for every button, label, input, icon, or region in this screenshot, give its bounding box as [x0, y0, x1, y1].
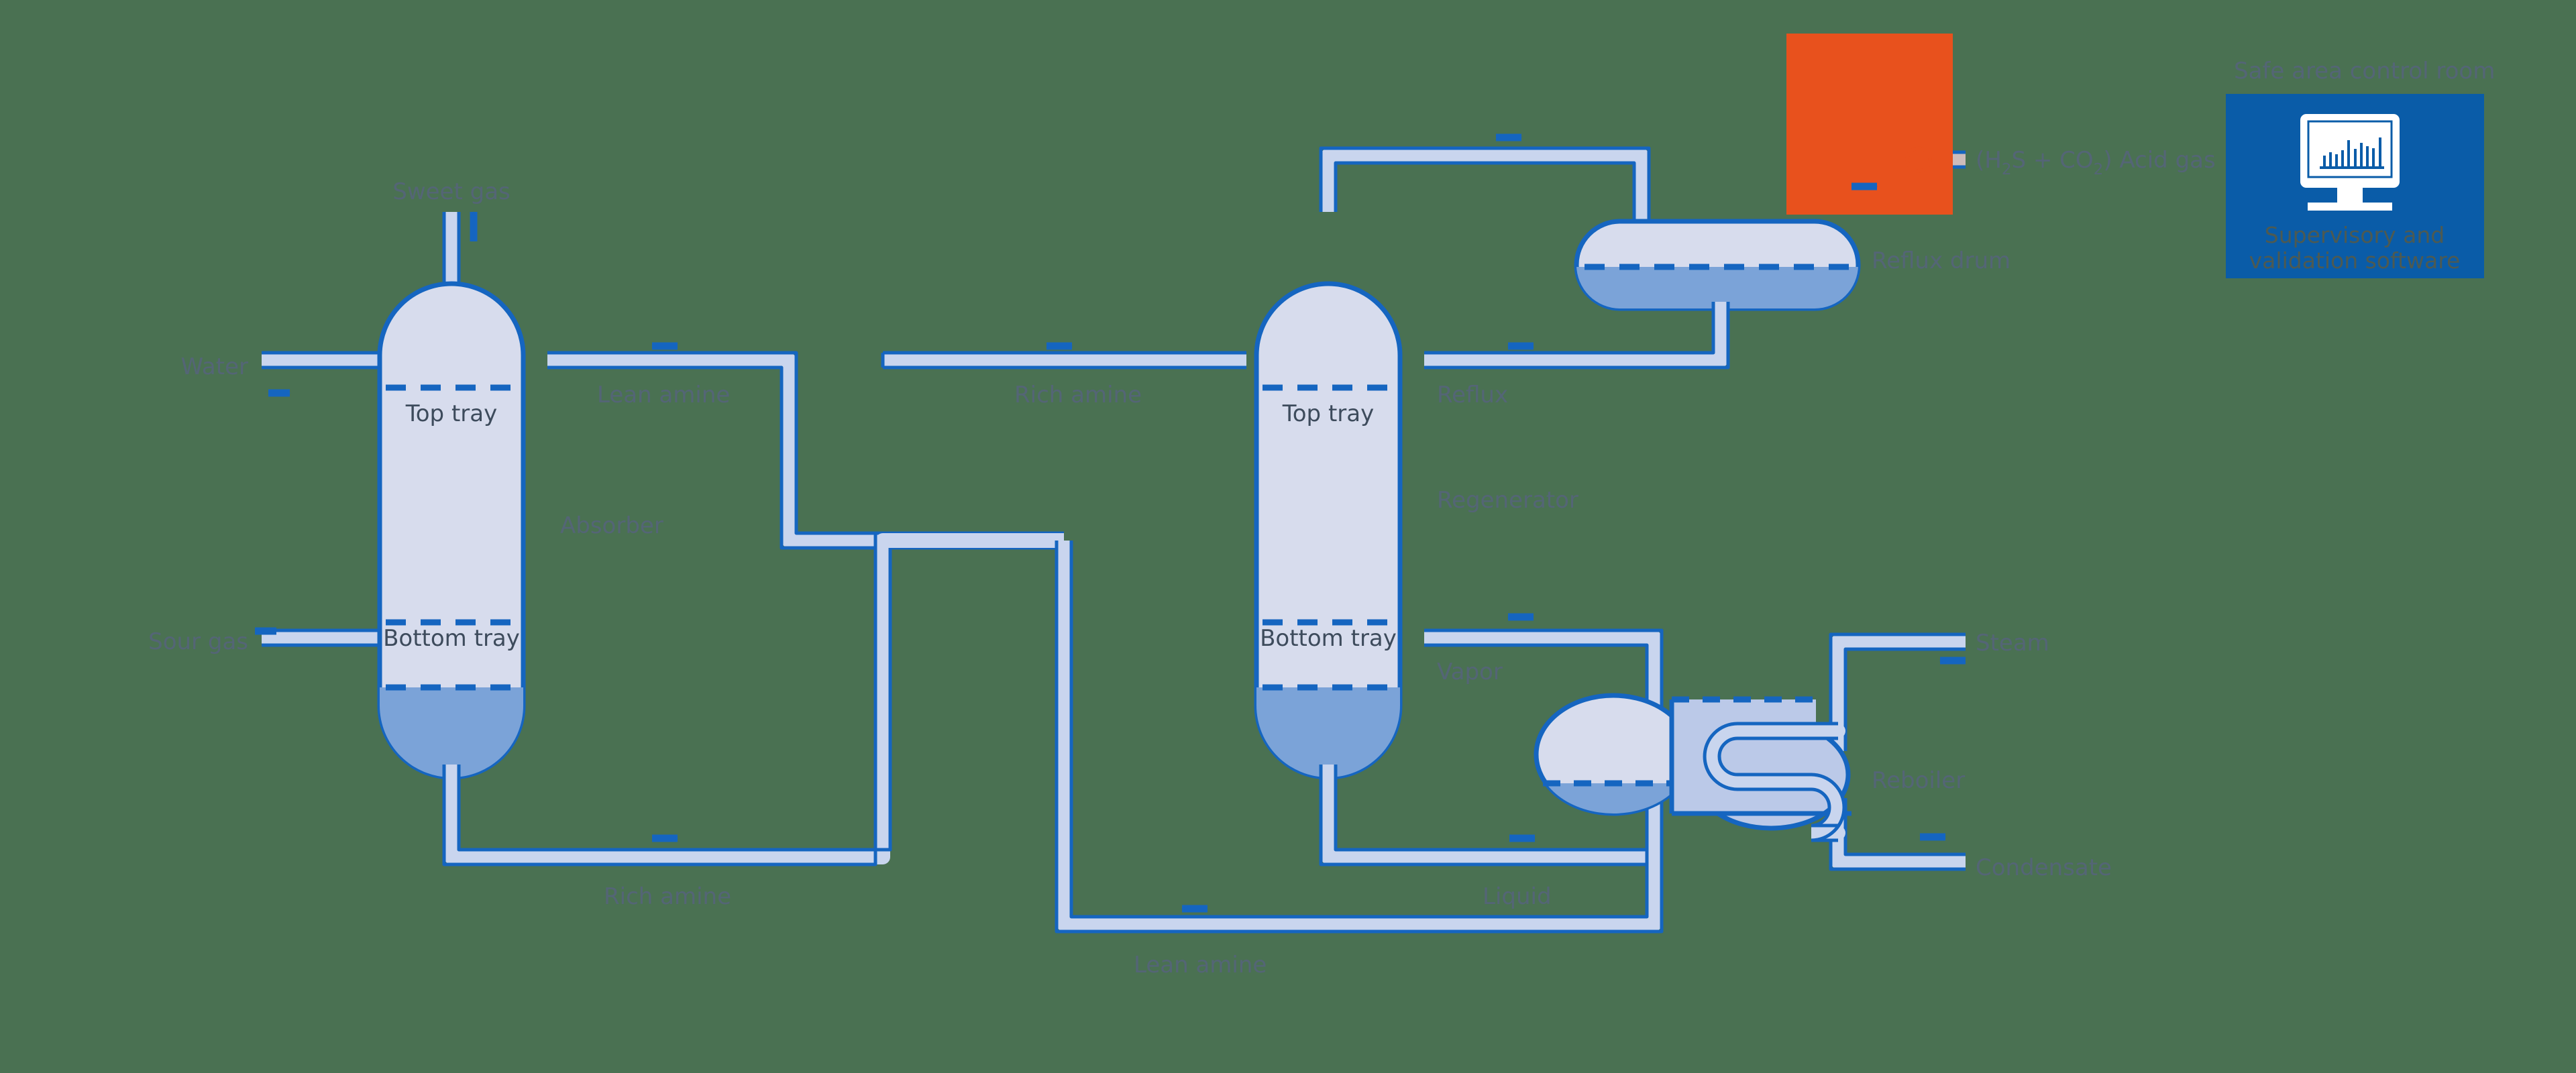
- pipe-reflux-drum-bottom-stub: [1711, 302, 1730, 319]
- reflux-drum-vessel[interactable]: [1573, 219, 1862, 314]
- acid-gas-mid: S + CO: [2011, 147, 2093, 174]
- absorber-bottom-tray-label: Bottom tray: [383, 625, 520, 652]
- monitor-base: [2308, 203, 2392, 211]
- pipe-vapor-return: [1424, 628, 1664, 711]
- reboiler-steam-coil: [1703, 722, 1846, 842]
- monitor-neck: [2337, 188, 2363, 203]
- control-room-caption: Safe area control room: [2234, 58, 2495, 84]
- label-condensate: Condensate: [1976, 854, 2112, 881]
- acid-gas-sub2: 2: [2094, 161, 2104, 178]
- regenerator-vessel[interactable]: Top tray Bottom tray: [1252, 281, 1407, 808]
- label-acid-gas: (H2S + CO2) Acid gas: [1976, 147, 2216, 178]
- reboiler-weir-box: [1672, 699, 1816, 813]
- pipe-regenerator-bottom-outlet: [1319, 765, 1338, 805]
- pipe-water-inlet: [262, 351, 380, 370]
- absorber-top-tray-label: Top tray: [405, 400, 497, 427]
- monitor-bar-chart-icon: [2300, 114, 2400, 211]
- pipe-rich-amine-to-regenerator: [442, 533, 1064, 866]
- label-water: Water: [180, 353, 248, 380]
- acid-gas-suffix: ) Acid gas: [2103, 147, 2215, 174]
- label-sweet-gas: Sweet gas: [392, 178, 511, 205]
- pipe-sour-gas-inlet: [262, 628, 380, 647]
- analyzer-circle-icon: [1905, 146, 1932, 173]
- label-liquid: Liquid: [1483, 883, 1552, 910]
- regenerator-top-tray-label: Top tray: [1282, 400, 1374, 427]
- pipe-rich-amine-feed: [881, 351, 1246, 370]
- acid-gas-prefix: (H: [1976, 147, 2002, 174]
- absorber-trays: [386, 384, 520, 691]
- label-rich-amine-bottom: Rich amine: [604, 883, 731, 910]
- regenerator-trays: [1263, 384, 1397, 691]
- label-lean-amine-bottom: Lean amine: [1134, 952, 1267, 978]
- label-rich-amine-mid: Rich amine: [1014, 382, 1142, 408]
- control-room-body-line-1: Supervisory and: [2265, 222, 2445, 248]
- pipe-network: [262, 146, 1966, 934]
- safe-area-control-room-panel[interactable]: Safe area control room: [2226, 58, 2495, 278]
- label-reboiler: Reboiler: [1872, 767, 1965, 794]
- label-absorber: Absorber: [560, 512, 663, 539]
- label-reflux-drum: Reflux drum: [1872, 247, 2010, 274]
- absorber-vessel[interactable]: Top tray Bottom tray: [376, 281, 530, 808]
- label-lean-amine-top: Lean amine: [597, 382, 730, 408]
- pipe-overhead-to-reflux-drum: [1319, 146, 1651, 228]
- label-reflux: Reflux: [1437, 382, 1508, 408]
- control-room-body-line-2: validation software: [2249, 247, 2461, 274]
- reboiler-vessel[interactable]: [1534, 693, 1851, 842]
- pipe-sweet-gas-outlet: [442, 212, 461, 282]
- acid-gas-sub1: 2: [2002, 161, 2012, 178]
- label-vapor: Vapor: [1437, 659, 1503, 685]
- pipe-absorber-bottom-outlet: [442, 765, 461, 805]
- monitor-chart-bars: [2323, 137, 2381, 166]
- flow-arrows: [255, 133, 1966, 913]
- label-sour-gas: Sour gas: [148, 628, 248, 655]
- pipe-steam-inlet: [1829, 632, 1966, 751]
- label-steam: Steam: [1976, 630, 2049, 657]
- pipe-reflux-return: [1424, 305, 1730, 370]
- pipe-lean-amine-return: [1055, 541, 1664, 934]
- regenerator-bottom-tray-label: Bottom tray: [1260, 625, 1397, 652]
- label-regenerator: Regenerator: [1437, 487, 1578, 514]
- reflux-drum-liquid-level: [1576, 267, 1858, 308]
